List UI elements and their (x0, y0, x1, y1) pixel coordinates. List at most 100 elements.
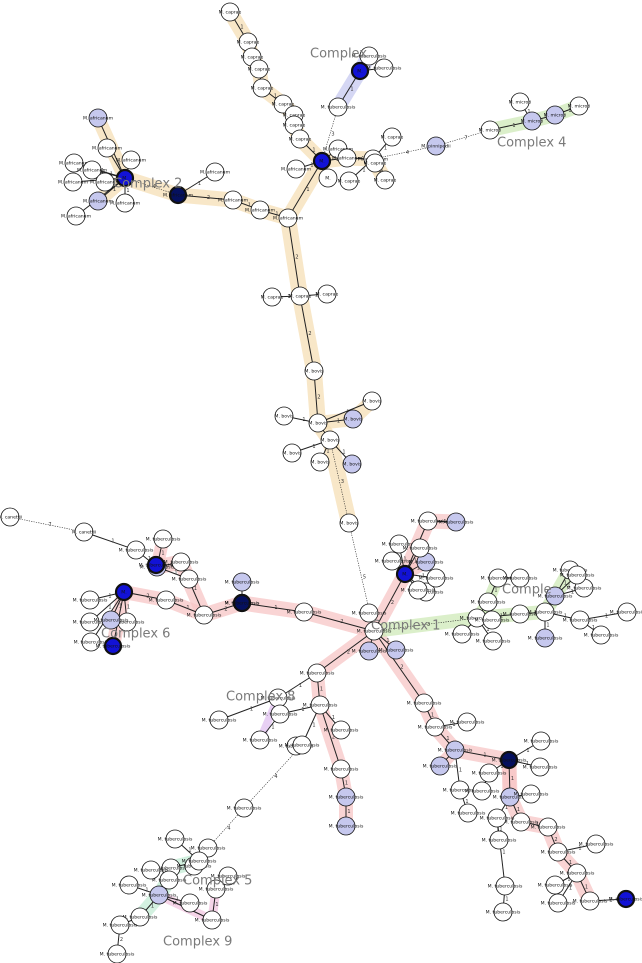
node-t_top1[interactable]: M. tuberculosis (352, 46, 387, 66)
node-junc[interactable]: M. africanum (273, 208, 304, 228)
node-e1[interactable]: M. tuberculosis (227, 798, 262, 818)
node-af_mid2[interactable]: M. africanum (218, 190, 249, 210)
node-e15[interactable]: M. tuberculosis (173, 893, 208, 913)
node-t_urblue[interactable]: M. (395, 564, 415, 584)
node-bov7[interactable]: M. bovis (283, 443, 303, 463)
node-g14[interactable]: M. tuberculosis (538, 586, 573, 606)
node-r7[interactable]: M. tuberculosis (451, 803, 486, 823)
node-a2h[interactable]: M. africanum (83, 191, 114, 211)
node-g5[interactable]: M. tuberculosis (610, 602, 642, 622)
node-t_top2[interactable]: M. tuberculosis (367, 58, 402, 78)
node-r12[interactable]: M. tuberculosis (465, 781, 500, 801)
node-a2b[interactable]: M. africanum (92, 138, 123, 158)
node-g9[interactable]: M. tuberculosis (528, 628, 563, 648)
node-bov8[interactable]: M. bovis (311, 452, 331, 472)
node-c1[interactable]: M. caprae (219, 2, 242, 22)
node-c9[interactable]: M. caprae (289, 129, 312, 149)
node-e9[interactable]: M. tuberculosis (123, 907, 158, 927)
node-e14[interactable]: M. tuberculosis (199, 879, 234, 899)
node-bov9[interactable]: M. bovis (343, 454, 363, 474)
node-t1c[interactable]: M. tuberculosis (379, 640, 414, 660)
node-t_ur8[interactable]: M. tuberculosis (401, 580, 436, 600)
node-t6j[interactable]: M. (114, 582, 134, 602)
node-e6[interactable]: M. tuberculosis (152, 870, 187, 890)
node-e2[interactable]: M. tuberculosis (191, 838, 226, 858)
node-mic2[interactable]: M. microti (509, 92, 532, 112)
node-cap_m3[interactable]: M. caprae (316, 284, 339, 304)
node-a2f[interactable]: M. africanum (90, 172, 121, 192)
node-g15[interactable]: M. tuberculosis (560, 565, 595, 585)
node-t6h[interactable]: M. tuberculosis (149, 590, 184, 610)
node-t6n[interactable]: M. tuberculosis (74, 632, 109, 652)
node-t_l2[interactable]: M. tuberculosis (287, 602, 322, 622)
node-g16[interactable]: M. tuberculosis (475, 610, 510, 630)
node-a2j[interactable]: M. africanum (61, 206, 92, 226)
node-r21[interactable]: M. tuberculosis (560, 863, 595, 883)
node-a2d[interactable]: M. africanum (59, 153, 90, 173)
node-cap_m2[interactable]: M. caprae (289, 286, 312, 306)
node-can1[interactable]: M. canettii (0, 507, 22, 527)
node-r22[interactable]: M. tuberculosis (573, 891, 608, 911)
node-t6a[interactable]: M. tuberculosis (119, 540, 154, 560)
node-c4[interactable]: M. caprae (248, 59, 271, 79)
node-t_ur7[interactable]: M. tuberculosis (375, 551, 410, 571)
node-e16[interactable]: M. tuberculosis (182, 851, 217, 871)
node-t_ur4[interactable]: M. tuberculosis (382, 534, 417, 554)
node-e17[interactable]: M. tuberculosis (134, 860, 169, 880)
node-t_ur9[interactable]: M. tuberculosis (419, 568, 454, 588)
node-e11[interactable]: M. tuberculosis (100, 944, 135, 963)
node-mic1[interactable]: M. microti (479, 120, 502, 140)
node-a2c[interactable]: M. africanum (116, 150, 147, 170)
node-r19[interactable]: M. tuberculosis (541, 842, 576, 862)
node-t_ur1[interactable]: M. tuberculosis (411, 511, 446, 531)
node-g1[interactable]: M. tuberculosis (481, 568, 516, 588)
node-g13[interactable]: M. tuberculosis (476, 631, 511, 651)
node-r16[interactable]: M. tuberculosis (480, 808, 515, 828)
node-r10[interactable]: M. tuberculosis (523, 757, 558, 777)
node-e7[interactable]: M. tuberculosis (142, 885, 177, 905)
node-t_ur2[interactable]: M. tuberculosis (439, 512, 474, 532)
node-r26[interactable]: M. tuberculosis (538, 875, 573, 895)
node-t6d[interactable]: M. tuberculosis (139, 555, 174, 575)
node-a_r1[interactable]: M. africanum (332, 148, 363, 168)
node-d1[interactable]: M. tuberculosis (300, 663, 335, 683)
node-cap_r3[interactable]: M. caprae (374, 170, 397, 190)
node-d5[interactable]: M. tuberculosis (263, 704, 298, 724)
node-a2g[interactable]: M. africanum (58, 172, 89, 192)
node-bov10[interactable]: M. bovis (340, 513, 360, 533)
node-d12[interactable]: M. tuberculosis (285, 735, 320, 755)
node-cap_r2[interactable]: M. caprae (364, 153, 387, 173)
node-g6[interactable]: M. tuberculosis (584, 625, 619, 645)
node-d9[interactable]: M. tuberculosis (329, 787, 364, 807)
node-r25[interactable]: M. tuberculosis (486, 902, 521, 922)
node-d8[interactable]: M. tuberculosis (324, 720, 359, 740)
node-bov2[interactable]: M. bovis (275, 406, 295, 426)
node-r8[interactable]: M. tuberculosis (492, 750, 527, 770)
node-r14[interactable]: M. tuberculosis (514, 784, 549, 804)
node-d4[interactable]: M. tuberculosis (243, 730, 278, 750)
node-cap_m1[interactable]: M. caprae (261, 287, 284, 307)
node-t6e[interactable]: M. tuberculosis (164, 552, 199, 572)
node-r11[interactable]: M. tuberculosis (472, 763, 507, 783)
node-r9[interactable]: M. tuberculosis (524, 731, 559, 751)
node-a2k[interactable]: M. africanum (200, 162, 231, 182)
node-c5[interactable]: M. caprae (251, 78, 274, 98)
node-bov6[interactable]: M. bovis (321, 430, 341, 450)
node-t6m[interactable]: M. tuberculosis (110, 612, 145, 632)
node-af_navy[interactable]: M. africanum (163, 185, 194, 205)
node-af_blue[interactable]: M. (115, 168, 135, 188)
node-g2[interactable]: M. tuberculosis (503, 568, 538, 588)
node-cap_r4[interactable]: M. caprae (338, 171, 361, 191)
node-g7[interactable]: M. tuberculosis (563, 610, 598, 630)
node-c7_hub[interactable]: M. (350, 61, 370, 81)
node-g8[interactable]: M. tuberculosis (528, 602, 563, 622)
node-mic3[interactable]: M. microti (568, 96, 591, 116)
node-a2i[interactable]: M. africanum (110, 193, 141, 213)
node-t6p[interactable]: M. tuberculosis (96, 636, 131, 656)
node-r3[interactable]: M. tuberculosis (450, 712, 485, 732)
node-r4[interactable]: M. tuberculosis (438, 740, 473, 760)
node-d3[interactable]: M. tuberculosis (202, 710, 237, 730)
node-d11[interactable]: M. tuberculosis (324, 759, 359, 779)
node-e10[interactable]: M. tuberculosis (103, 915, 138, 935)
node-mic5[interactable]: M. microti (521, 111, 544, 131)
